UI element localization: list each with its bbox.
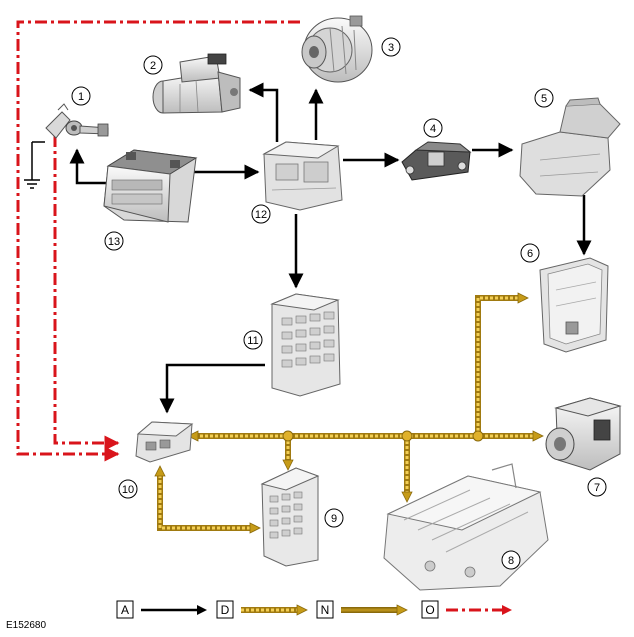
network-branch-10-9-outline xyxy=(157,475,252,531)
network-branch-10-9 xyxy=(158,475,252,530)
legend-arrowhead xyxy=(502,605,512,615)
legend-arrowhead xyxy=(396,604,408,616)
battery-icon xyxy=(103,149,198,223)
alternator-icon xyxy=(301,15,373,83)
junction-dot xyxy=(472,430,484,442)
component-label-2: 2 xyxy=(143,55,163,75)
component-label-9: 9 xyxy=(324,508,344,528)
label-circle xyxy=(104,231,124,251)
label-circle xyxy=(520,243,540,263)
arrowhead-to-6 xyxy=(517,292,529,304)
component-label-12: 12 xyxy=(251,204,271,224)
link-11-to-10 xyxy=(159,363,265,414)
junction-dot xyxy=(401,430,413,442)
label-circle xyxy=(501,550,521,570)
label-number: 4 xyxy=(430,123,436,135)
abs-module-icon xyxy=(545,397,622,471)
arrowhead-to-10-lower xyxy=(154,465,166,477)
label-number: 6 xyxy=(527,248,533,260)
legend-key-box xyxy=(316,600,334,619)
arrowhead-to-7 xyxy=(532,430,544,442)
label-circle xyxy=(381,37,401,57)
power-module-icon xyxy=(519,97,621,197)
arrowhead-to-9 xyxy=(282,459,294,471)
fuse-box-icon xyxy=(260,467,320,567)
label-number: 3 xyxy=(388,42,394,54)
gold-network xyxy=(154,292,544,534)
figure-reference: E152680 xyxy=(6,620,46,631)
label-number: 11 xyxy=(247,335,258,347)
legend-key-box xyxy=(216,600,234,619)
label-number: 13 xyxy=(108,236,120,248)
component-label-1: 1 xyxy=(71,86,91,106)
component-label-7: 7 xyxy=(587,477,607,497)
label-number: 8 xyxy=(508,555,514,567)
legend-arrowhead xyxy=(197,605,207,615)
label-circle xyxy=(118,479,138,499)
label-circle xyxy=(243,330,263,350)
legend-key-label: A xyxy=(121,603,129,617)
component-label-3: 3 xyxy=(381,37,401,57)
legend-item-N: N xyxy=(316,600,408,619)
component-label-6: 6 xyxy=(520,243,540,263)
legend-key-label: O xyxy=(425,603,434,617)
legend-key-label: N xyxy=(321,603,330,617)
label-number: 2 xyxy=(150,60,156,72)
legend-key-box xyxy=(421,600,439,619)
switch-icon xyxy=(45,103,109,139)
legend-key-box xyxy=(116,600,134,619)
control-module-icon xyxy=(539,257,609,353)
black-links xyxy=(69,82,592,414)
network-branch-6 xyxy=(476,296,520,436)
component-label-8: 8 xyxy=(501,550,521,570)
battery-junction-box-icon xyxy=(262,141,343,211)
label-circle xyxy=(324,508,344,528)
component-label-11: 11 xyxy=(243,330,263,350)
relay-icon xyxy=(401,141,472,181)
label-number: 10 xyxy=(122,484,134,496)
network-branch-6-outline xyxy=(475,295,520,436)
label-circle xyxy=(534,88,554,108)
label-number: 1 xyxy=(78,91,84,103)
component-label-13: 13 xyxy=(104,231,124,251)
ground-symbol xyxy=(24,141,45,189)
gateway-module-icon xyxy=(135,421,194,463)
red-link-switch-to-gateway xyxy=(53,135,120,451)
label-number: 12 xyxy=(255,209,267,221)
legend-item-D: D xyxy=(216,600,308,619)
arrowhead-to-10 xyxy=(187,430,199,442)
label-circle xyxy=(71,86,91,106)
junction-box-icon xyxy=(270,293,341,397)
label-number: 7 xyxy=(594,482,600,494)
link-12-to-2 xyxy=(248,82,279,142)
label-circle xyxy=(423,118,443,138)
label-circle xyxy=(587,477,607,497)
starter-motor-icon xyxy=(152,53,241,114)
legend-key-label: D xyxy=(221,603,230,617)
red-link-alternator-to-gateway xyxy=(16,20,300,462)
legend-item-A: A xyxy=(116,600,207,619)
component-label-5: 5 xyxy=(534,88,554,108)
arrowhead-to-9-lower xyxy=(249,522,261,534)
component-label-4: 4 xyxy=(423,118,443,138)
label-circle xyxy=(251,204,271,224)
label-number: 5 xyxy=(541,93,547,105)
label-circle xyxy=(143,55,163,75)
component-label-10: 10 xyxy=(118,479,138,499)
label-number: 9 xyxy=(331,513,337,525)
legend-item-O: O xyxy=(421,600,512,619)
junction-dot xyxy=(282,430,294,442)
arrowhead-to-8 xyxy=(401,491,413,503)
red-links xyxy=(16,20,300,462)
legend-arrowhead xyxy=(296,604,308,616)
